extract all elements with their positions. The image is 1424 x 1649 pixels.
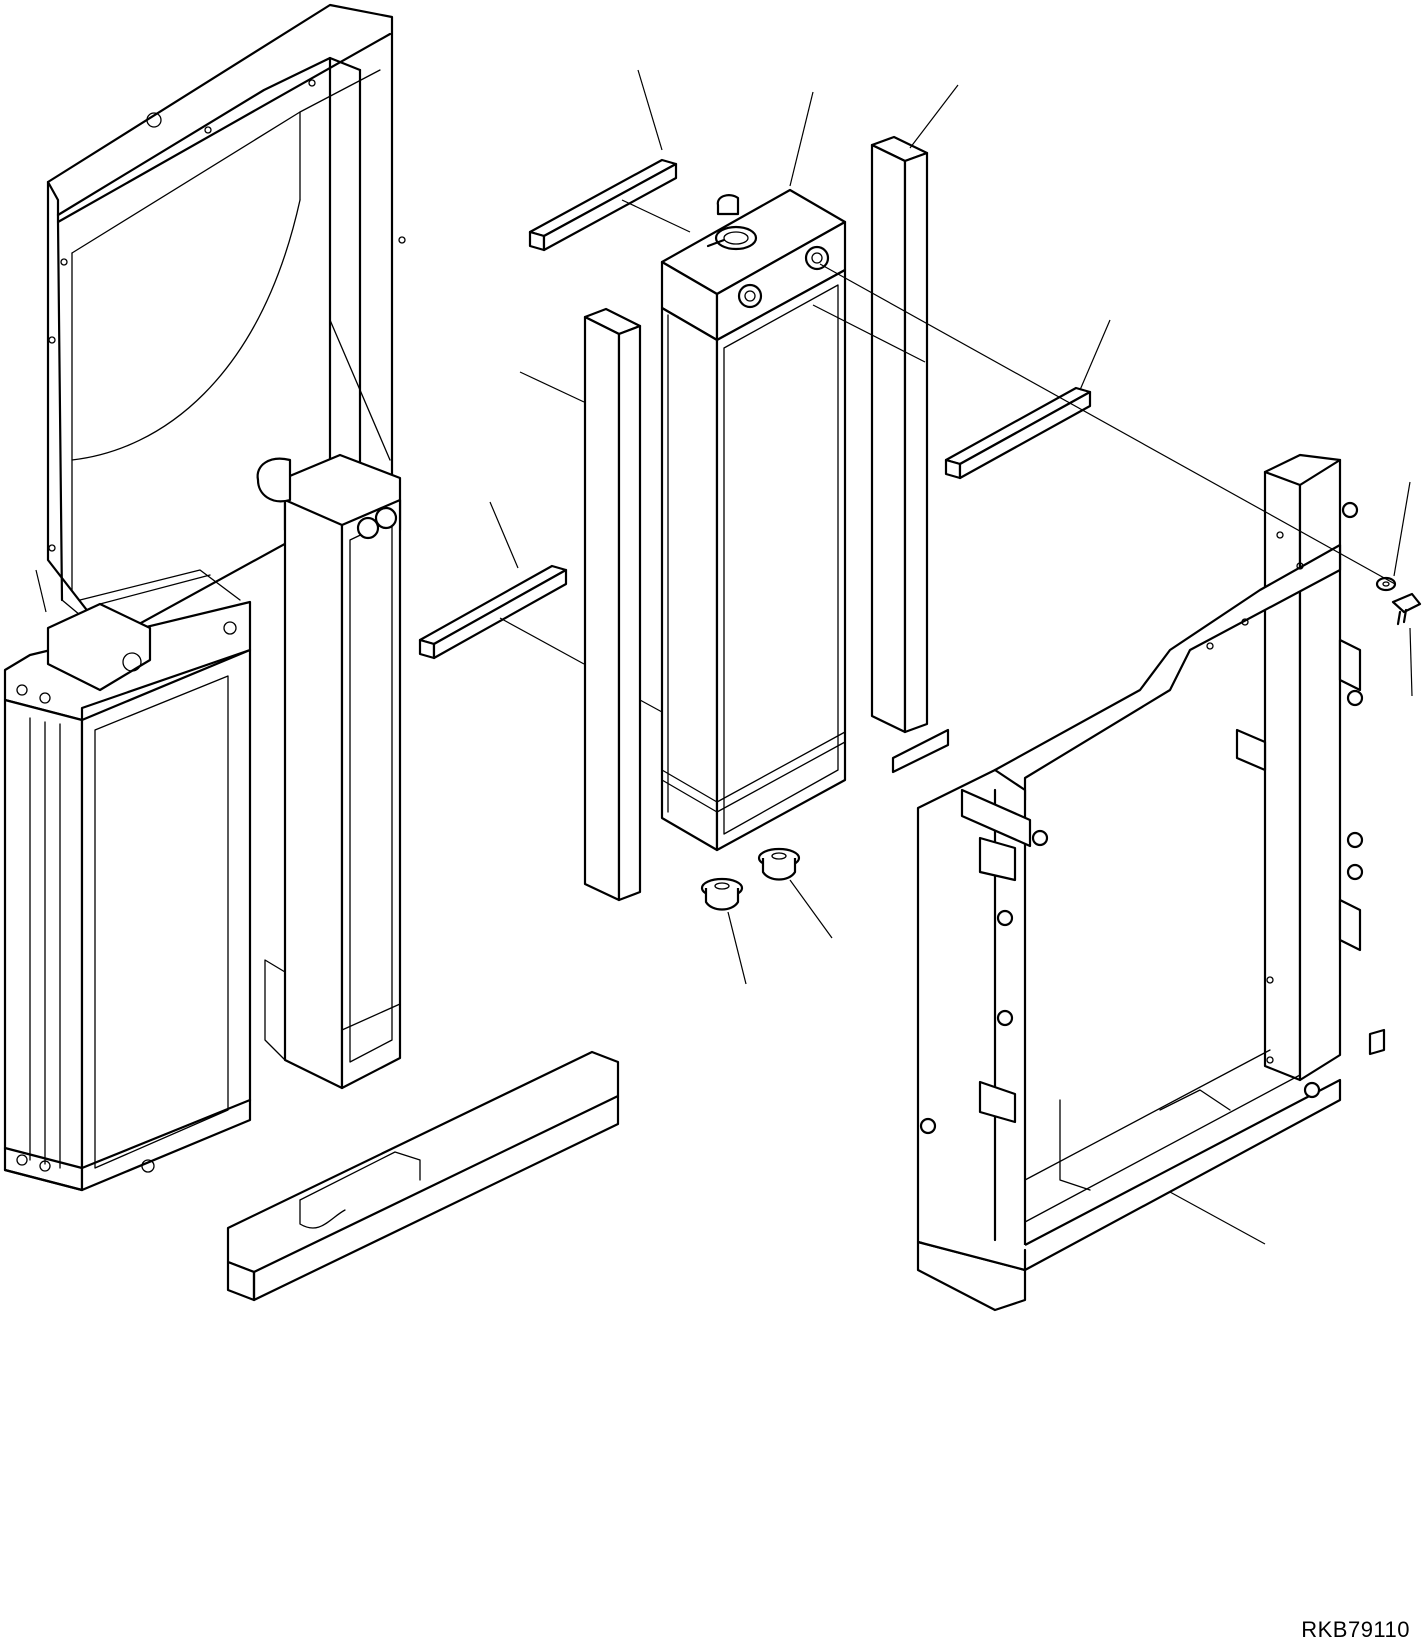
oil-cooler-left (3, 569, 252, 1192)
rubber-mount-right (757, 847, 801, 881)
washer (1375, 576, 1397, 592)
seal-strip-right (944, 386, 1092, 480)
seal-pad-right (870, 135, 929, 734)
seal-strip-top (528, 158, 678, 252)
seal-pad-left (583, 307, 642, 902)
lower-seal-block (226, 1050, 620, 1302)
bolt (1391, 592, 1422, 626)
radiator-frame (891, 453, 1386, 1312)
seal-strip-left (418, 564, 568, 660)
leader-lines (35, 69, 1413, 1245)
aftercooler-tall (256, 453, 402, 1090)
rubber-mount-left (700, 877, 744, 911)
drawing-reference-code: RKB79110 (1301, 1617, 1410, 1642)
radiator-core (660, 188, 847, 852)
